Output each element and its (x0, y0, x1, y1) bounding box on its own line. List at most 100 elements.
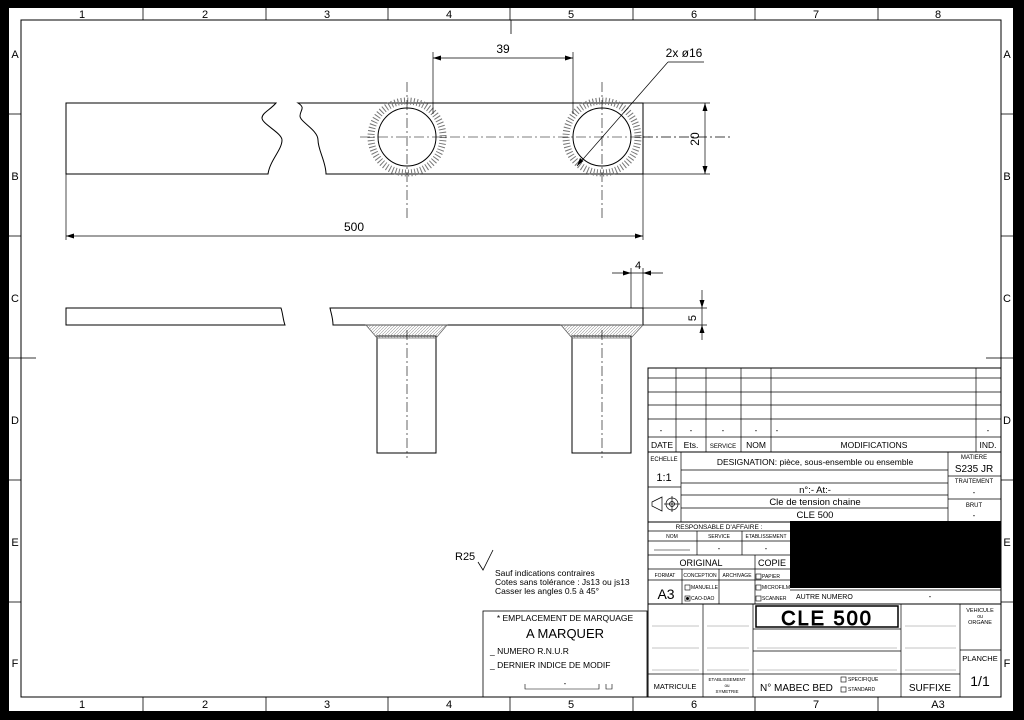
projection-icon (651, 496, 680, 512)
center-lines (360, 82, 650, 218)
header-ind: IND. (980, 440, 997, 450)
copie-label: COPIE (758, 558, 786, 568)
weld-dimension: 4 (635, 260, 641, 272)
mabec-label: N° MABEC BED (760, 683, 833, 694)
microfilm-checkbox[interactable] (755, 584, 762, 591)
roughness-check-icon (477, 549, 494, 571)
brut-label: BRUT (966, 503, 983, 509)
rev-cell: - (722, 426, 725, 435)
original-label: ORIGINAL (679, 558, 722, 568)
format-value: A3 (657, 586, 674, 602)
standard-checkbox[interactable] (840, 686, 847, 693)
designation-label: DESIGNATION: pièce, sous-ensemble ou ens… (717, 457, 914, 467)
hole-spacing-dimension: 39 (496, 42, 510, 56)
brut-value: - (973, 511, 976, 520)
autre-numero-label: AUTRE NUMERO (796, 594, 853, 601)
marking-title: * EMPLACEMENT DE MARQUAGE (497, 613, 634, 623)
header-modifications: MODIFICATIONS (841, 440, 908, 450)
row-label: B (11, 171, 18, 183)
col-label: 4 (446, 9, 452, 21)
side-center-lines (406, 330, 603, 458)
length-dimension: 500 (344, 220, 364, 234)
traitement-label: TRAITEMENT (955, 479, 994, 485)
resp-service-value: - (718, 544, 721, 553)
col-label: 6 (691, 9, 697, 21)
col-label: 5 (568, 699, 574, 711)
col-label: 5 (568, 9, 574, 21)
rev-cell: - (755, 426, 758, 435)
vehicule-label: ou (977, 614, 983, 620)
row-label: C (11, 293, 19, 305)
resp-etab-value: - (765, 544, 768, 553)
thickness-dimension: 5 (687, 315, 699, 321)
col-label: 4 (446, 699, 452, 711)
holes-dimension: 2x ø16 (666, 46, 703, 60)
marking-main: A MARQUER (526, 626, 604, 641)
resp-nom-label: NOM (666, 534, 678, 540)
side-arrows (623, 270, 705, 333)
scanner-checkbox[interactable] (755, 595, 762, 602)
bar-right-segment (296, 102, 644, 175)
responsable-label: RESPONSABLE D'AFFAIRE : (676, 524, 763, 531)
format-label: FORMAT (655, 573, 676, 579)
caodao-check-icon (686, 597, 689, 600)
roughness-symbol: R25 (455, 551, 475, 563)
autre-numero-value: - (929, 592, 932, 601)
manuelle-label: MANUELLE (691, 585, 719, 591)
row-label: F (1004, 658, 1011, 670)
designation-code: CLE 500 (797, 510, 834, 521)
row-label: D (11, 415, 19, 427)
designation-description: Cle de tension chaine (769, 497, 860, 508)
rev-cell: - (690, 426, 693, 435)
manuelle-checkbox[interactable] (684, 584, 691, 591)
marking-box (482, 610, 648, 698)
header-date: DATE (651, 440, 673, 450)
vehicule-label: VEHICULE (966, 608, 994, 614)
row-label: F (12, 658, 19, 670)
planche-value: 1/1 (970, 673, 990, 689)
echelle-label: ECHELLE (650, 457, 677, 463)
etab-sym-label: ou (724, 683, 730, 688)
title-block-fill-lines (652, 625, 956, 671)
papier-checkbox[interactable] (755, 573, 762, 580)
col-label: 3 (324, 699, 330, 711)
papier-label: PAPIER (762, 574, 780, 580)
col-label: 8 (935, 9, 941, 21)
marking-line: _ DERNIER INDICE DE MODIF (489, 660, 610, 670)
resp-service-label: SERVICE (708, 534, 731, 540)
specifique-checkbox[interactable] (840, 676, 847, 683)
header-nom: NOM (746, 440, 766, 450)
caodao-checkbox[interactable] (684, 595, 691, 602)
col-label: 1 (79, 699, 85, 711)
weld-ring-left (367, 97, 447, 177)
resp-etab-label: ETABLISSEMENT (745, 534, 786, 540)
note-line: Casser les angles 0.5 à 45° (495, 586, 599, 596)
row-label: D (1003, 415, 1011, 427)
header-service: SERVICE (710, 444, 736, 450)
col-label: 6 (691, 699, 697, 711)
conception-label: CONCEPTION (683, 573, 717, 579)
archivage-label: ARCHIVAGE (722, 573, 752, 579)
planche-label: PLANCHE (962, 654, 997, 663)
rev-cell: - (660, 426, 663, 435)
col-label: 3 (324, 9, 330, 21)
row-label: E (11, 537, 18, 549)
row-label: A (1003, 49, 1011, 61)
bar-left-segment (65, 102, 283, 175)
scanner-label: SCANNER (762, 596, 787, 602)
col-label: 1 (79, 9, 85, 21)
suffixe-label: SUFFIXE (909, 683, 952, 694)
marking-dash: - (564, 679, 567, 688)
col-label: 7 (813, 699, 819, 711)
dimension-arrows (66, 55, 708, 239)
matiere-label: MATIERE (961, 455, 987, 461)
row-label: C (1003, 293, 1011, 305)
etab-sym-label: ETABLISSEMENT (709, 677, 746, 682)
vehicule-label: ORGANE (968, 620, 992, 626)
matiere-value: S235 JR (955, 464, 993, 475)
header-ets: Ets. (684, 440, 699, 450)
col-label: 2 (202, 699, 208, 711)
zone-ticks (9, 8, 1013, 711)
col-label: 7 (813, 9, 819, 21)
row-label: A (11, 49, 19, 61)
